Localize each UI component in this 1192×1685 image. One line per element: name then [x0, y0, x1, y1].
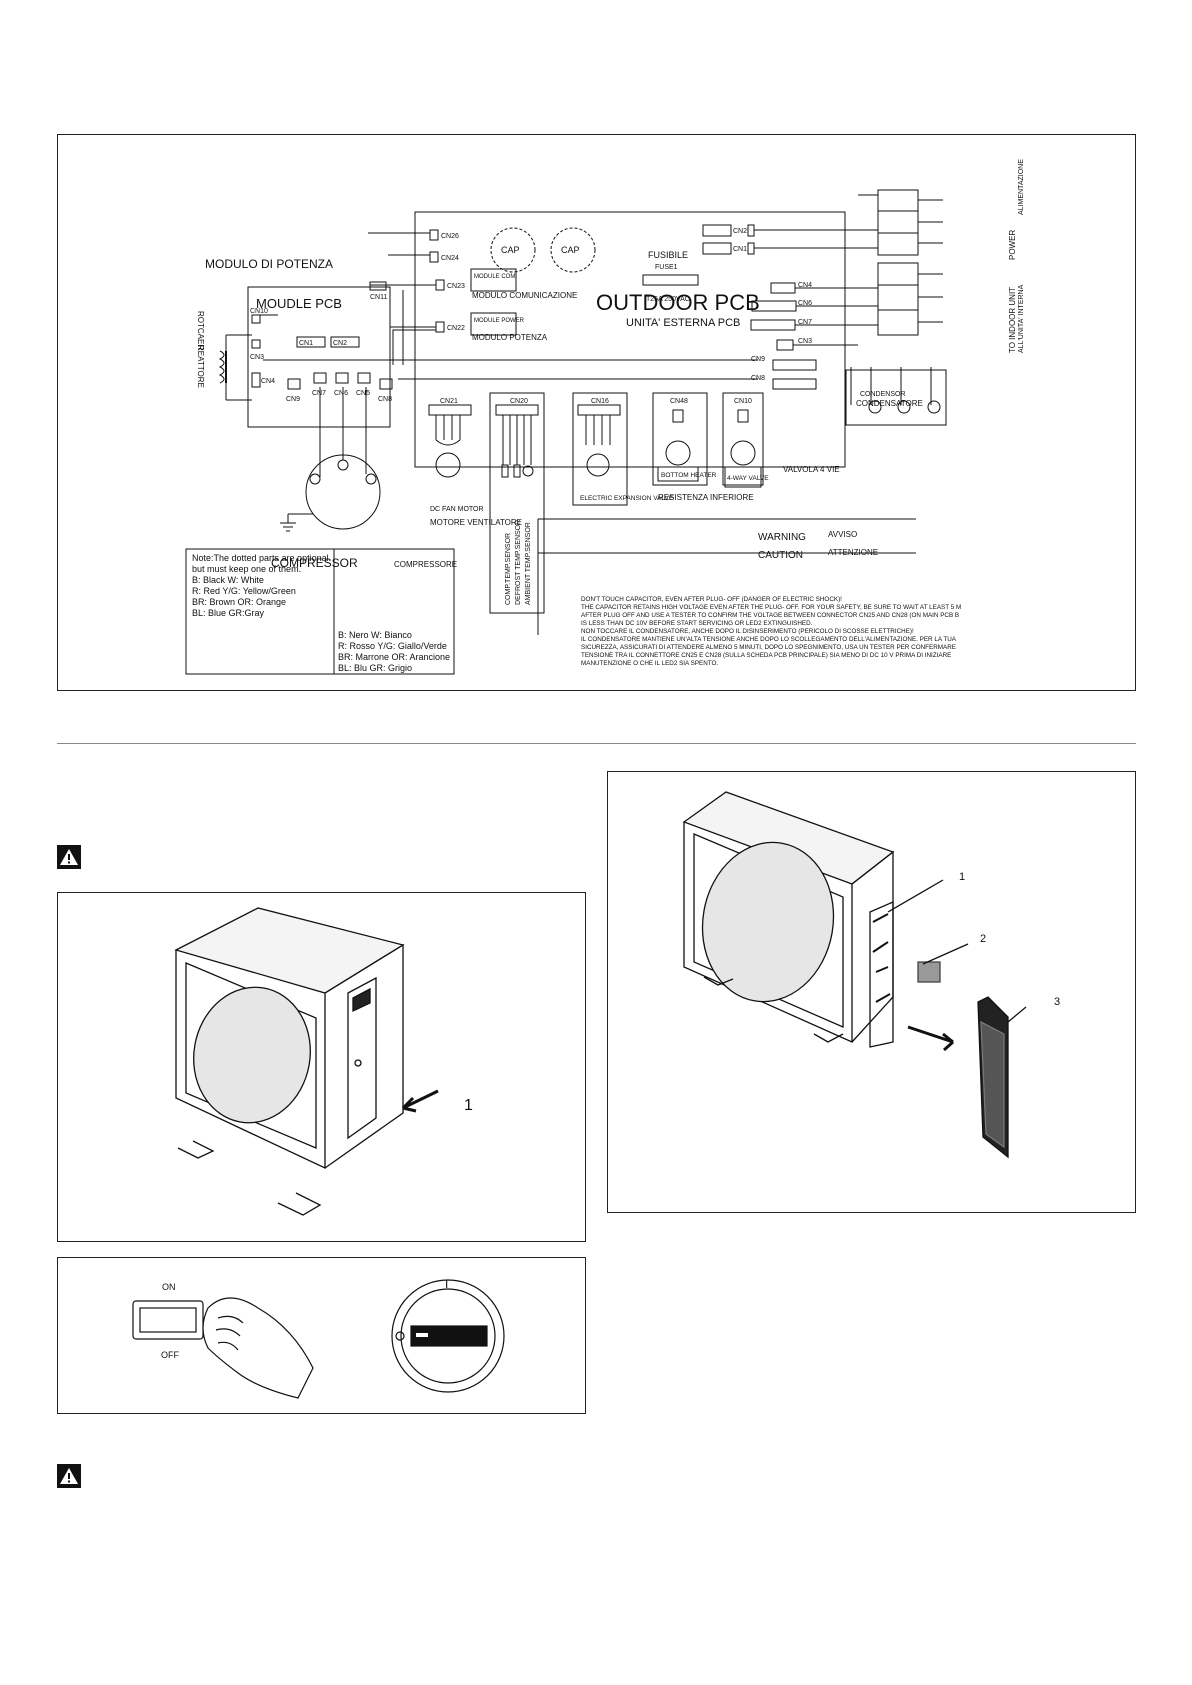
exploded-callout-2: 2: [980, 933, 986, 945]
switch-off-label: OFF: [161, 1350, 179, 1360]
cn-label: CN48: [670, 398, 688, 405]
condensor-label: CONDENSOR: [860, 391, 906, 398]
wiring-diagram: OUTDOOR PCB UNITA' ESTERNA PCB MODULO DI…: [185, 159, 1025, 675]
pcb-title: OUTDOOR PCB: [596, 290, 760, 315]
sensor-label-3: AMBIENT TEMP.SENSOR: [525, 522, 532, 605]
cn-label: CN22: [447, 325, 465, 332]
expansion-valve-label: ELECTRIC EXPANSION VALVE: [580, 495, 674, 502]
module-com-it: MODULO COMUNICAZIONE: [472, 291, 577, 300]
outdoor-unit-figure: 1: [57, 892, 586, 1242]
fuse-title: FUSIBILE: [648, 250, 688, 260]
module-pcb-board: [247, 286, 391, 428]
expansion-valve-symbol: [586, 453, 610, 477]
warning-label-it: AVVISO: [828, 530, 857, 539]
cn-label: CN11: [370, 294, 387, 301]
warning-icon: [57, 845, 81, 869]
cn-label: CN3: [798, 338, 812, 345]
cap-label-1: CAP: [501, 245, 520, 255]
on-off-switch: [132, 1300, 204, 1340]
power-label: POWER: [1008, 230, 1017, 260]
warning-text: DON'T TOUCH CAPACITOR, EVEN AFTER PLUG- …: [581, 596, 962, 667]
cn-label: CN5: [356, 390, 370, 397]
sensor-label-1: COMP.TEMP.SENSOR: [505, 533, 512, 605]
caution-label-it: ATTENZIONE: [828, 548, 878, 557]
warning-label: WARNING: [758, 532, 806, 543]
fan-motor-label-it: MOTORE VENTILATORE: [430, 518, 522, 527]
four-way-valve-label: 4-WAY VALVE: [727, 475, 769, 482]
cn-label: CN26: [441, 233, 459, 240]
indoor-label: TO INDOOR UNIT: [1008, 287, 1017, 353]
cn-label: CN1: [733, 246, 747, 253]
cn-label: CN24: [441, 255, 459, 262]
exploded-callout-1: 1: [959, 871, 965, 883]
cn-label: CN9: [286, 396, 300, 403]
compressor-label: COMPRESSOR: [271, 556, 358, 570]
rotary-on-label: I: [445, 1277, 448, 1291]
unit-callout-1: 1: [464, 1097, 473, 1114]
bottom-heater-label-it: RESISTENZA INFERIORE: [658, 493, 754, 502]
cn-label: CN21: [440, 398, 458, 405]
cn-label: CN10: [250, 308, 268, 315]
bottom-heater-symbol: [665, 440, 691, 466]
compressor-label-it: COMPRESSORE: [394, 560, 457, 569]
capacitor-1: [490, 227, 536, 273]
capacitor-2: [550, 227, 596, 273]
reactor-label-it: REATTORE: [196, 345, 205, 388]
pcb-subtitle: UNITA' ESTERNA PCB: [626, 317, 740, 329]
cn-label: CN6: [334, 390, 348, 397]
cn-label: CN3: [250, 354, 264, 361]
module-power-label: MODULE POWER: [474, 318, 525, 324]
module-power-it: MODULO POTENZA: [472, 333, 548, 342]
exploded-callout-3: 3: [1054, 996, 1060, 1008]
switch-on-label: ON: [162, 1282, 176, 1292]
cn-label: CN6: [798, 300, 812, 307]
cn-label: CN7: [798, 319, 812, 326]
fan-motor-label: DC FAN MOTOR: [430, 506, 484, 513]
cn-label: CN8: [378, 396, 392, 403]
cn-label: CN4: [261, 378, 275, 385]
cn-label: CN4: [798, 282, 812, 289]
module-title: MOUDLE PCB: [256, 296, 342, 311]
cn-label: CN8: [751, 375, 765, 382]
compressor-symbol: [305, 454, 381, 530]
warning-icon: [57, 1464, 81, 1488]
section-divider: [57, 743, 1136, 744]
four-way-valve-label-it: VALVOLA 4 VIE: [783, 465, 840, 474]
color-legend-en: Note:The dotted parts are optional.but m…: [192, 553, 332, 618]
condensor-label-it: CONDENSATORE: [856, 399, 923, 408]
cn-label: CN23: [447, 283, 465, 290]
caution-label: CAUTION: [758, 550, 803, 561]
cap-label-2: CAP: [561, 245, 580, 255]
cn-label: CN2: [733, 228, 747, 235]
reactor-label: ROTCAER: [196, 311, 205, 350]
cn-label: CN7: [312, 390, 326, 397]
sensor-label-2: DEFROST TEMP.SENSOR: [515, 520, 522, 605]
cn-label: CN20: [510, 398, 528, 405]
module-com-label: MODULE COM: [474, 274, 515, 280]
fuse-rating: T25A 250VAC: [646, 296, 690, 303]
switch-figure: ON OFF I: [57, 1257, 586, 1414]
power-label-it: ALIMENTAZIONE: [1018, 159, 1025, 215]
cn-label: CN10: [734, 398, 752, 405]
cn-label: CN2: [333, 340, 347, 347]
cn-label: CN16: [591, 398, 609, 405]
indoor-label-it: ALL'UNITA' INTERNA: [1018, 284, 1025, 353]
cn-label: CN9: [751, 356, 765, 363]
outdoor-pcb-board: [414, 211, 846, 468]
four-way-valve-symbol: [730, 440, 756, 466]
module-title-it: MODULO DI POTENZA: [205, 257, 333, 271]
rotary-switch: [391, 1279, 505, 1393]
cn-label: CN1: [299, 340, 313, 347]
fuse-name: FUSE1: [655, 264, 678, 271]
fan-motor-symbol: [435, 452, 461, 478]
exploded-view-figure: 1 2 3: [607, 771, 1136, 1213]
bottom-heater-label: BOTTOM HEATER: [661, 472, 717, 479]
wiring-diagram-frame: OUTDOOR PCB UNITA' ESTERNA PCB MODULO DI…: [57, 134, 1136, 691]
